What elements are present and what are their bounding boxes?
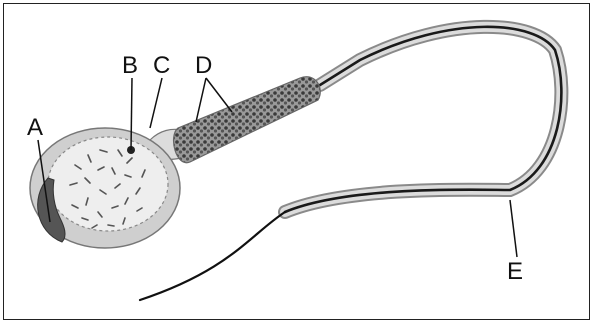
label-d: D bbox=[195, 52, 212, 79]
label-a: A bbox=[27, 114, 43, 141]
label-b: B bbox=[122, 52, 138, 79]
label-c: C bbox=[153, 52, 170, 79]
nucleus bbox=[48, 137, 168, 231]
label-e: E bbox=[507, 258, 523, 285]
midpiece bbox=[174, 77, 321, 163]
